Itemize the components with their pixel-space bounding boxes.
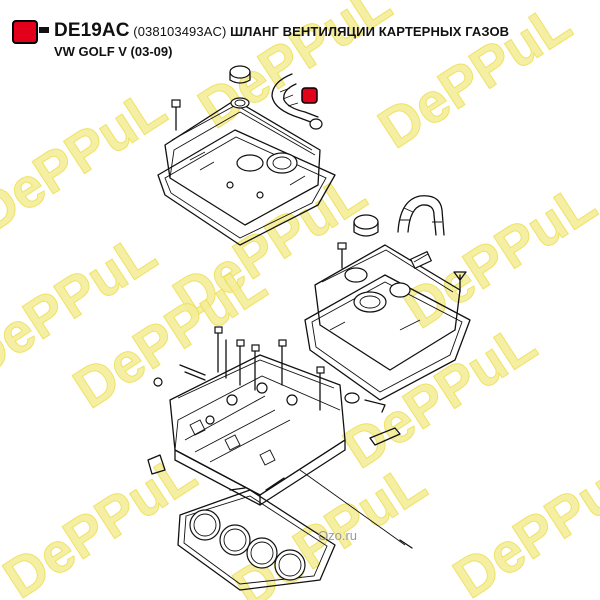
product-caption: DE19AC (038103493AC) ШЛАНГ ВЕНТИЛЯЦИИ КА… — [8, 14, 598, 64]
watermark-8: DePPuL — [332, 310, 546, 480]
site-logo-text: Ozo.ru — [318, 528, 357, 543]
part-code: DE19AC — [54, 20, 130, 41]
watermark-9: DePPuL — [0, 440, 207, 600]
vehicle-model: VW GOLF V (03-09) — [54, 44, 173, 59]
watermark-1: DePPuL — [0, 75, 177, 245]
highlight-marker — [301, 87, 318, 104]
valve-cover-top-assembly — [157, 65, 336, 246]
head-gasket — [177, 489, 336, 591]
watermark-10: DePPuL — [222, 450, 436, 600]
part-title: ШЛАНГ ВЕНТИЛЯЦИИ КАРТЕРНЫХ ГАЗОВ — [230, 24, 510, 39]
watermark-11: DePPuL — [442, 440, 600, 600]
cylinder-head-assembly — [147, 326, 413, 549]
site-logo: Ozo.ru — [318, 528, 357, 543]
oem-number: (038103493AC) — [133, 24, 227, 39]
caption-line-1: DE19AC (038103493AC) ШЛАНГ ВЕНТИЛЯЦИИ КА… — [54, 20, 509, 42]
dash-icon — [39, 27, 49, 33]
valve-cover-right-assembly — [304, 195, 471, 401]
red-marker-icon — [12, 20, 38, 44]
